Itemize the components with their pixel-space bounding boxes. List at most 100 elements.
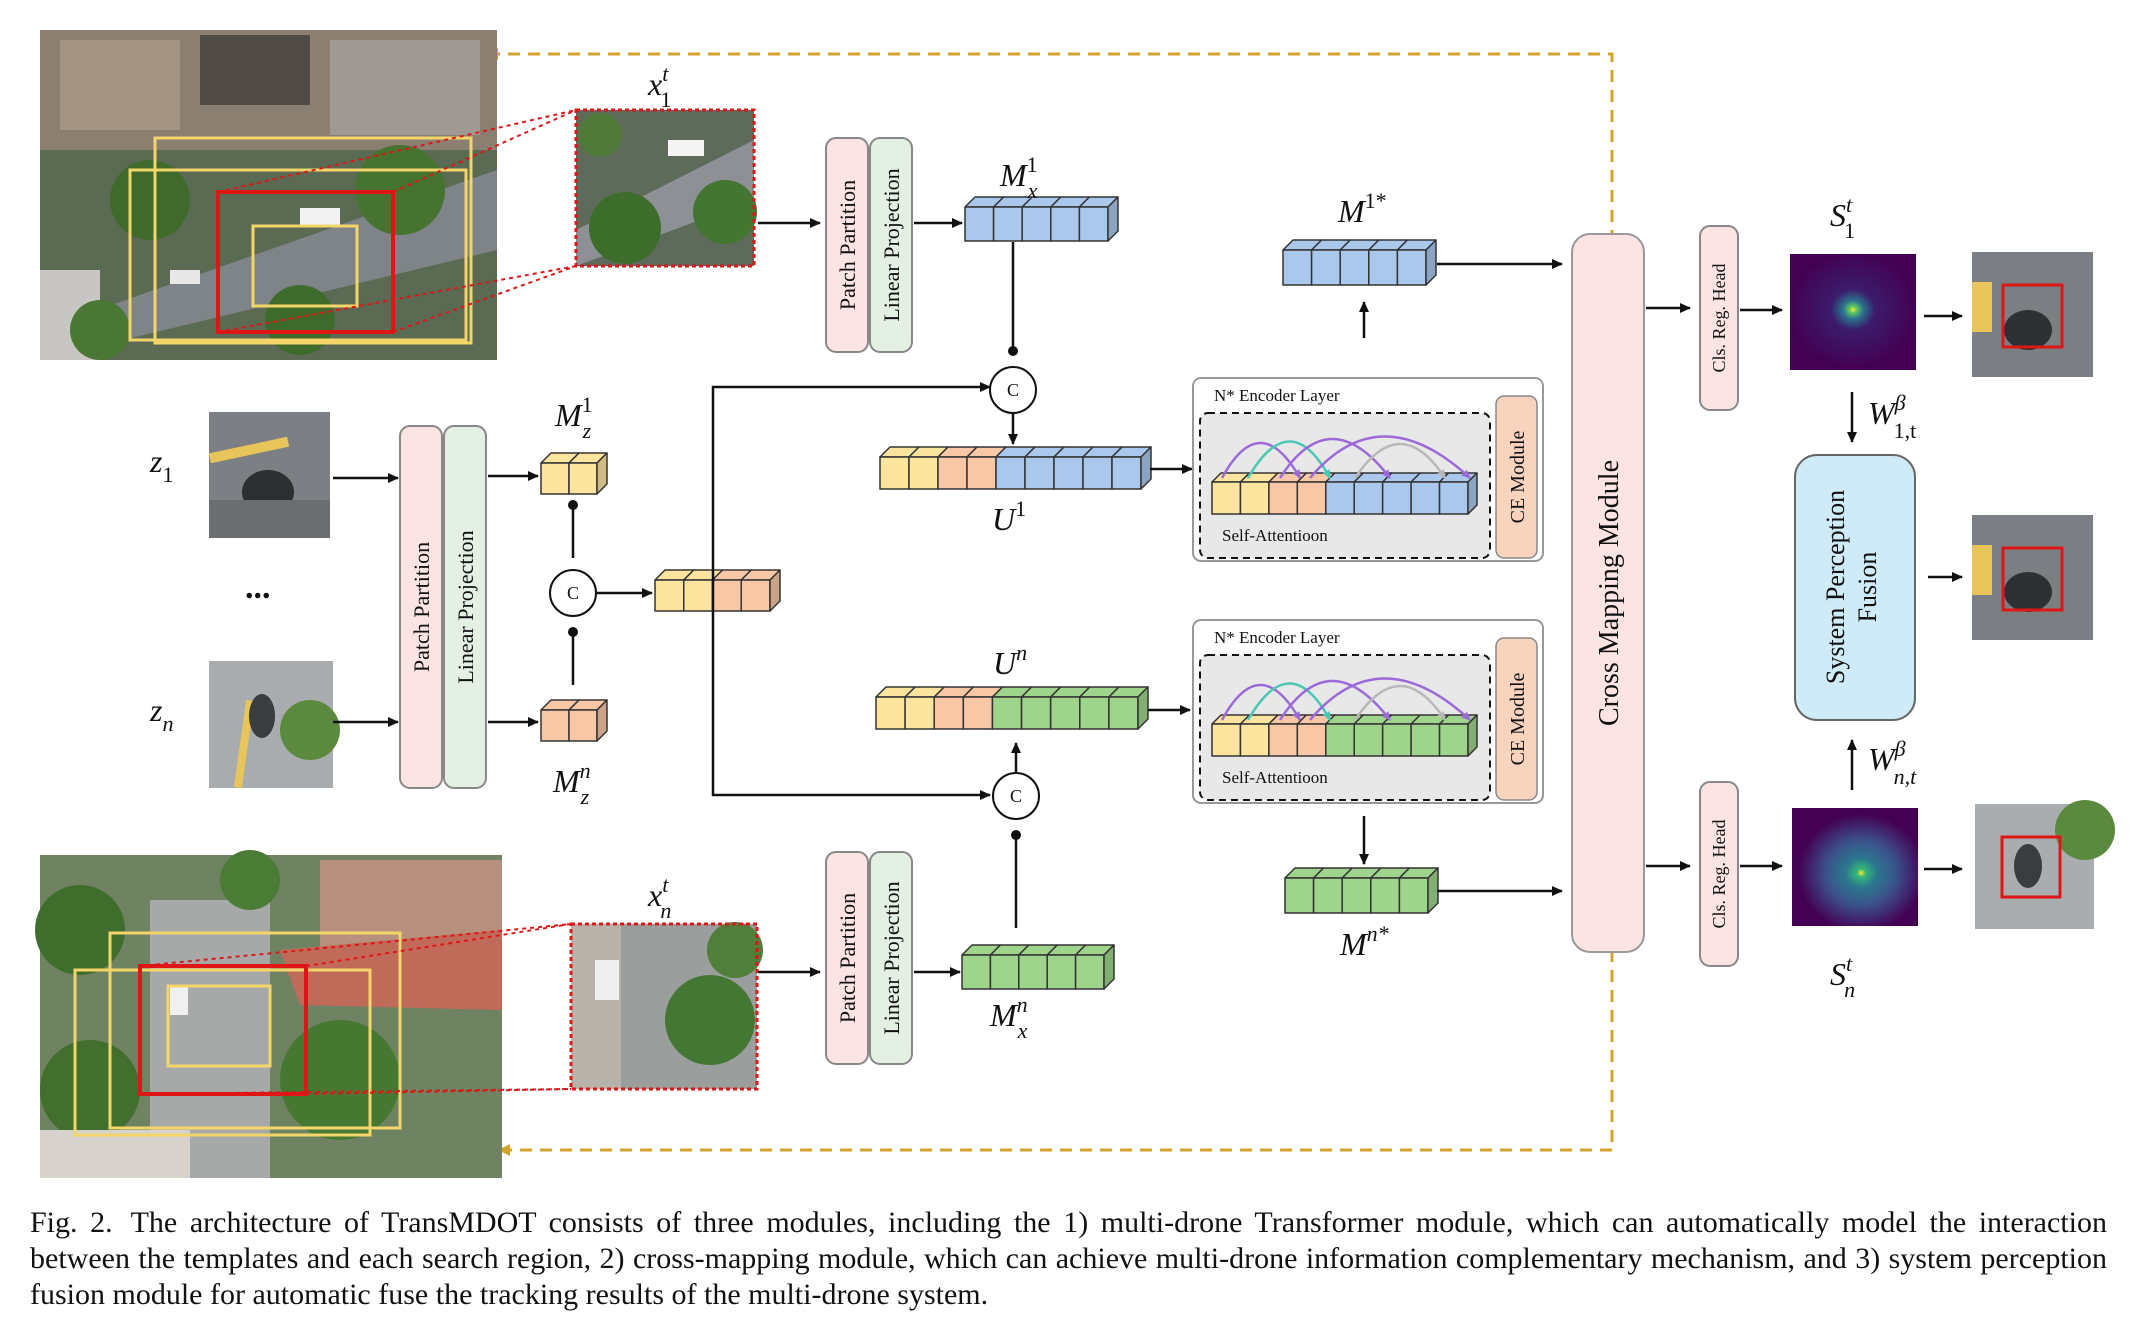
token-cell — [995, 456, 1026, 490]
cross-mapping-label: Cross Mapping Module — [1594, 460, 1625, 726]
token-cell — [1050, 206, 1081, 242]
token-cell — [711, 579, 742, 612]
token-cell — [1078, 206, 1109, 242]
token-cell — [654, 579, 685, 612]
token-cell — [1049, 696, 1081, 730]
tracking-result-fused — [1972, 515, 2093, 640]
label-z1: z1 — [149, 443, 173, 487]
token-bar-Mx1 — [964, 196, 1119, 242]
token-bar-Mzn — [540, 699, 608, 742]
encoder-token-bar-1 — [1211, 472, 1478, 515]
aerial-image-drone-n — [35, 850, 502, 1178]
token-cell — [1339, 249, 1370, 286]
token-cell-side — [1103, 944, 1115, 990]
token-cell — [1079, 696, 1110, 730]
patch-linear-bottom — [825, 851, 913, 1065]
label-U1: U1 — [992, 496, 1026, 537]
token-cell — [879, 456, 910, 490]
patch-partition-label-bottom: Patch Partition — [835, 893, 860, 1023]
token-cell — [1108, 696, 1139, 730]
caption-text: The architecture of TransMDOT consists o… — [30, 1206, 2107, 1311]
encoder-token-bar-n — [1211, 714, 1478, 757]
token-cell — [1046, 954, 1077, 990]
token-cell-side — [1467, 472, 1478, 515]
token-cell — [1282, 249, 1313, 286]
label-Mn-star: Mn* — [1339, 921, 1389, 962]
token-cell — [1381, 723, 1412, 757]
token-bar-Mn-star — [1284, 867, 1439, 914]
concat-label-n: C — [1010, 786, 1022, 806]
aerial-image-drone-1 — [40, 30, 497, 360]
encoder-layer-label-n: N* Encoder Layer — [1214, 628, 1340, 647]
token-cell — [540, 462, 570, 495]
score-map-n — [1792, 808, 1918, 926]
linear-projection-label-mid: Linear Projection — [453, 530, 478, 683]
attention-arcs-n — [1220, 677, 1471, 721]
token-cell — [1021, 206, 1052, 242]
tracking-result-1 — [1972, 252, 2093, 377]
token-cell — [568, 462, 598, 495]
token-cell-side — [1107, 196, 1119, 242]
token-cell — [1396, 249, 1427, 286]
token-cell — [1239, 723, 1270, 757]
patch-linear-top — [825, 137, 913, 353]
token-cell — [1024, 456, 1055, 490]
self-attention-label-1: Self-Attentioon — [1222, 526, 1328, 545]
token-cell — [992, 206, 1023, 242]
token-cell — [1410, 723, 1441, 757]
concat-label-templates: C — [567, 583, 579, 603]
token-cell — [740, 579, 771, 612]
fusion-label-line2: Fusion — [1853, 552, 1882, 623]
ellipsis: ... — [245, 569, 271, 606]
token-cell — [966, 456, 997, 490]
label-M1-star: M1* — [1337, 188, 1387, 229]
token-bar-Mxn — [961, 944, 1115, 990]
token-cell — [1284, 877, 1315, 914]
figure-caption: Fig. 2.The architecture of TransMDOT con… — [30, 1205, 2107, 1313]
linear-projection-label-bottom: Linear Projection — [879, 881, 904, 1034]
token-cell — [964, 206, 995, 242]
token-cell — [1310, 249, 1341, 286]
token-cell — [991, 696, 1023, 730]
token-cell — [1398, 877, 1429, 914]
token-cell-side — [596, 452, 608, 495]
token-cell — [1211, 481, 1242, 515]
token-cell — [568, 709, 598, 742]
patch-partition-label-mid: Patch Partition — [409, 542, 434, 672]
token-cell — [1020, 696, 1052, 730]
token-cell-side — [1425, 239, 1437, 286]
cls-reg-head-label-1: Cls. Reg. Head — [1709, 264, 1729, 373]
token-cell — [1312, 877, 1343, 914]
token-cell — [989, 954, 1020, 990]
token-bar-U1 — [879, 446, 1152, 490]
patch-linear-middle — [399, 425, 487, 789]
token-bar-M1-star — [1282, 239, 1437, 286]
token-cell — [1111, 456, 1142, 490]
concat-label-1: C — [1007, 380, 1019, 400]
token-cell — [961, 954, 992, 990]
token-cell — [1325, 723, 1355, 757]
token-cell — [1368, 249, 1399, 286]
patch-partition-label-top: Patch Partition — [835, 180, 860, 310]
attention-arcs-1 — [1220, 435, 1471, 479]
cls-reg-head-n — [1699, 781, 1739, 967]
token-cell — [540, 709, 570, 742]
token-cell — [1325, 481, 1355, 515]
token-cell — [875, 696, 906, 730]
ce-module-label-n: CE Module — [1507, 672, 1529, 765]
search-region-crop-n — [569, 922, 763, 1091]
label-Un: Un — [993, 640, 1027, 681]
system-perception-fusion — [1794, 454, 1916, 721]
self-attention-label-n: Self-Attentioon — [1222, 768, 1328, 787]
token-cell — [1296, 723, 1327, 757]
score-map-1 — [1790, 254, 1916, 370]
linear-projection-label-top: Linear Projection — [879, 168, 904, 321]
